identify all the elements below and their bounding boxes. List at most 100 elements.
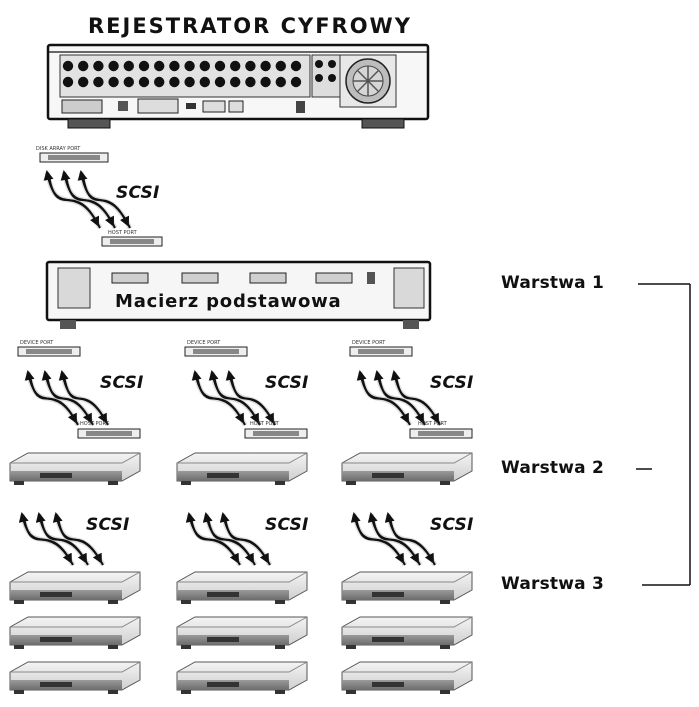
bnc-jack	[184, 76, 195, 88]
bnc-jack	[62, 76, 74, 88]
col2-host-port-label: HOST PORT	[250, 421, 279, 427]
bnc-jack	[154, 60, 165, 72]
scsi-cable	[361, 375, 409, 424]
bnc-jack	[184, 60, 195, 72]
bnc-jack	[108, 76, 119, 88]
dvr-device	[46, 43, 430, 129]
bnc-jack	[93, 60, 104, 72]
bnc-jack	[93, 76, 104, 88]
bnc-jack	[154, 76, 165, 88]
bnc-jack	[108, 60, 119, 72]
scsi-cable	[48, 175, 99, 227]
col1-tier2-unit	[9, 452, 141, 485]
scsi-cable	[224, 517, 269, 564]
col2-tier2-unit	[176, 452, 308, 485]
scsi-cable	[395, 375, 439, 424]
bnc-jack	[62, 60, 74, 72]
bnc-jack	[199, 76, 210, 88]
bnc-jack	[260, 60, 271, 72]
bnc-jack	[245, 60, 256, 72]
scsi-cable	[46, 375, 92, 424]
bnc-jack	[290, 60, 302, 72]
tier-3-label: Warstwa 3	[501, 574, 604, 594]
dvr-disk-array-port-label: DISK ARRAY PORT	[36, 146, 81, 152]
col2-tier3-unit-3	[176, 661, 308, 694]
col1-tier3-unit-3	[9, 661, 141, 694]
diagram-title: REJESTRATOR CYFROWY	[88, 14, 412, 38]
scsi-cable	[57, 517, 102, 564]
col2-device-port	[184, 346, 248, 357]
scsi-cable	[40, 517, 87, 564]
col3-host-port	[409, 428, 473, 439]
scsi-cable	[230, 375, 274, 424]
col1-device-port	[17, 346, 81, 357]
scsi-cable	[63, 375, 107, 424]
col1-host-port-label: HOST PORT	[80, 421, 109, 427]
scsi-cable	[190, 517, 239, 564]
base-array-device	[45, 260, 432, 329]
scsi-label-col3-tier2: SCSI	[430, 373, 474, 393]
col3-tier3-unit-3	[341, 661, 473, 694]
col1-tier3-unit-2	[9, 616, 141, 649]
col2-host-port	[244, 428, 308, 439]
bnc-jack	[245, 76, 256, 88]
bnc-jack	[138, 60, 150, 72]
bnc-jack	[275, 76, 286, 88]
bnc-jack	[230, 60, 241, 72]
scsi-cable	[29, 375, 77, 424]
scsi-cable	[23, 517, 72, 564]
col1-tier3-unit-1	[9, 571, 141, 604]
col1-host-port	[77, 428, 141, 439]
col2-tier3-unit-1	[176, 571, 308, 604]
bnc-jack	[123, 60, 134, 72]
bnc-jack	[230, 76, 241, 88]
scsi-label-dvr: SCSI	[116, 183, 160, 203]
scsi-cable	[372, 517, 419, 564]
scsi-bundle-col3-tier3	[350, 512, 438, 567]
scsi-cable	[378, 375, 424, 424]
dvr-disk-array-port	[39, 152, 109, 163]
bnc-jack	[214, 60, 226, 72]
bnc-jack	[169, 60, 180, 72]
scsi-bundle-col1-tier2	[24, 370, 111, 427]
scsi-bundle-dvr	[43, 170, 133, 230]
col3-device-port	[349, 346, 413, 357]
scsi-cable	[207, 517, 254, 564]
col2-tier3-unit-2	[176, 616, 308, 649]
scsi-cable	[82, 175, 130, 227]
base-array-label: Macierz podstawowa	[115, 291, 342, 312]
tier-bracket	[636, 283, 691, 586]
scsi-label-col2-tier2: SCSI	[265, 373, 309, 393]
bnc-jack	[214, 76, 226, 88]
scsi-label-col1-tier2: SCSI	[100, 373, 144, 393]
scsi-label-col1-tier3: SCSI	[86, 515, 130, 535]
bnc-jack	[138, 76, 150, 88]
tier-2-label: Warstwa 2	[501, 458, 604, 478]
bnc-jack	[199, 60, 210, 72]
scsi-bundle-col3-tier2	[356, 370, 443, 427]
col3-tier3-unit-1	[341, 571, 473, 604]
bnc-jack	[169, 76, 180, 88]
dvr-jack-grid	[62, 60, 302, 88]
scsi-cable	[65, 175, 114, 227]
bnc-jack	[78, 60, 89, 72]
bnc-jack	[78, 76, 89, 88]
col3-tier3-unit-2	[341, 616, 473, 649]
col2-device-port-label: DEVICE PORT	[187, 340, 221, 346]
base-host-port-label: HOST PORT	[108, 230, 137, 236]
connection-layer	[9, 152, 473, 694]
col3-tier2-unit	[341, 452, 473, 485]
col1-device-port-label: DEVICE PORT	[20, 340, 54, 346]
scsi-bundle-col1-tier3	[18, 512, 106, 567]
bnc-jack	[275, 60, 286, 72]
scsi-cable	[355, 517, 404, 564]
scsi-bundle-col2-tier2	[191, 370, 278, 427]
scsi-label-col3-tier3: SCSI	[430, 515, 474, 535]
base-host-port	[101, 236, 163, 247]
bnc-jack	[290, 76, 302, 88]
col3-host-port-label: HOST PORT	[418, 421, 447, 427]
scsi-label-col2-tier3: SCSI	[265, 515, 309, 535]
scsi-cable	[389, 517, 434, 564]
